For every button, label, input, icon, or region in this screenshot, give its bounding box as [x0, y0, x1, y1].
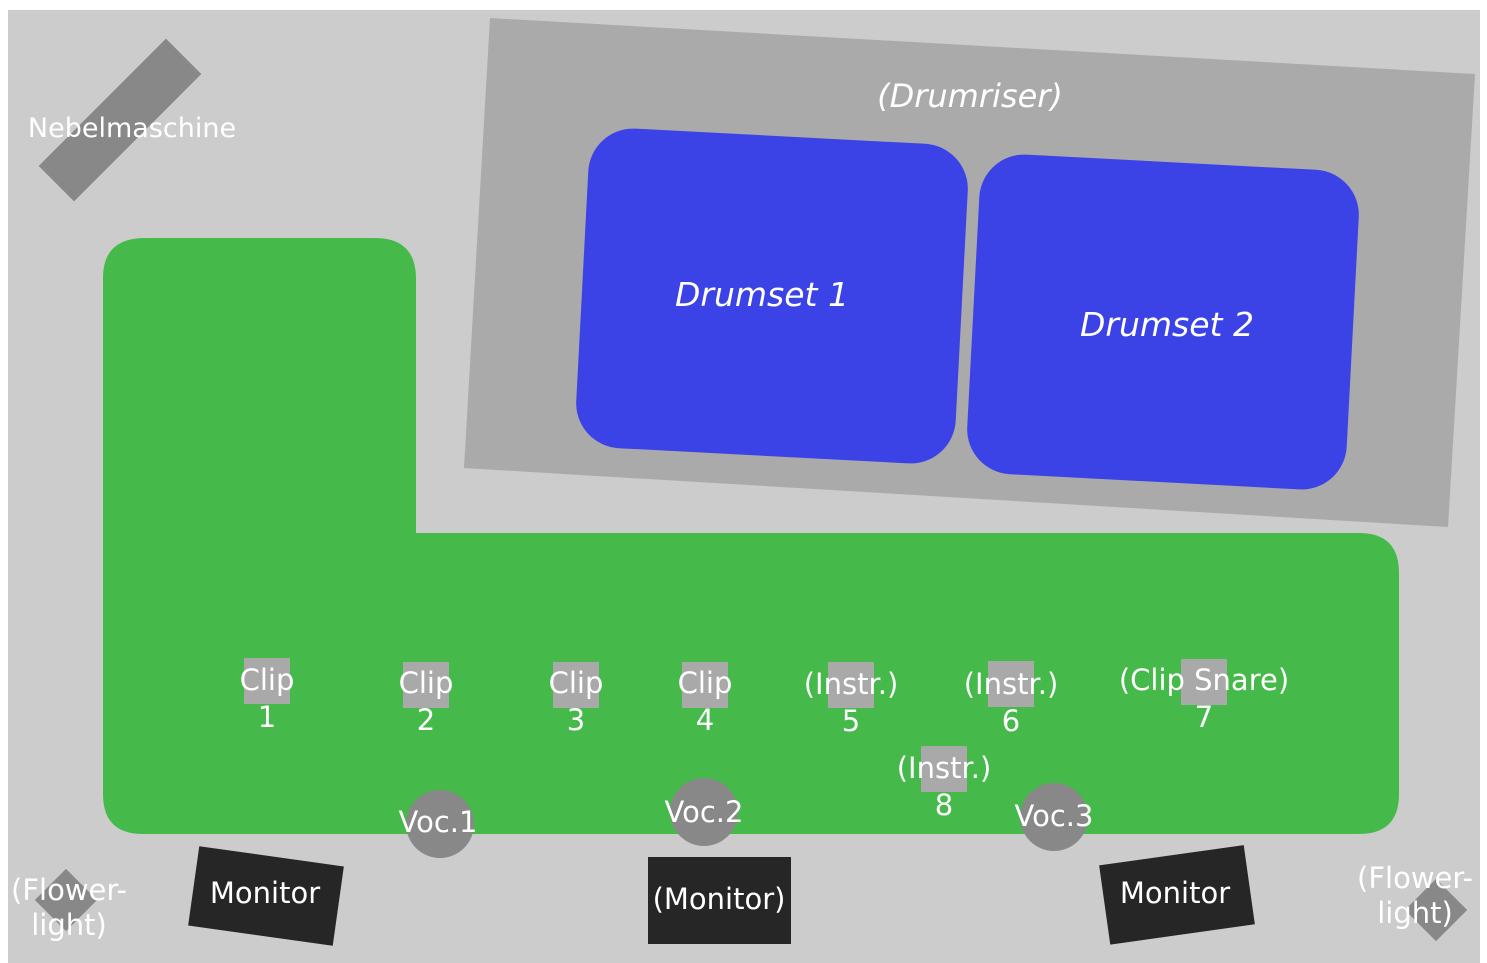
mic-stand-5-type: (Instr.) [803, 667, 899, 701]
monitor-1 [188, 846, 344, 946]
mic-stand-7-number: 7 [1194, 700, 1214, 734]
mic-stand-2-pad [403, 662, 449, 708]
vocal-mic-3 [1020, 783, 1088, 851]
flowerlight-right-label: (Flower- light) [1350, 864, 1480, 928]
mic-stand-2-label: Clip 2 [366, 669, 486, 735]
mic-stand-1-pad [244, 658, 290, 704]
flowerlight-right-line1: (Flower- [1357, 861, 1473, 895]
mic-stand-7-label: (Clip Snare) 7 [1104, 666, 1304, 732]
monitor-3-label: Monitor [1119, 876, 1231, 910]
mic-stand-7-pad [1181, 659, 1227, 705]
mic-stand-6-type: (Instr.) [963, 667, 1059, 701]
drumset-1 [576, 128, 968, 464]
mic-stand-4-number: 4 [695, 703, 715, 737]
mic-stand-5-pad [828, 662, 874, 708]
mic-stand-4-label: Clip 4 [645, 669, 765, 735]
mic-stand-6-pad [988, 661, 1034, 707]
flowerlight-left-label: (Flower- light) [4, 876, 134, 940]
fog-machine-label: Nebelmaschine [27, 113, 237, 144]
mic-stand-3-type: Clip [548, 666, 604, 700]
monitor-2 [648, 857, 791, 944]
vocal-mic-1 [406, 790, 474, 858]
mic-stand-5-label: (Instr.) 5 [781, 670, 921, 736]
mic-stand-4-pad [682, 662, 728, 708]
mic-stand-2-type: Clip [398, 666, 454, 700]
mic-stand-4-type: Clip [677, 666, 733, 700]
mic-stand-1-number: 1 [257, 700, 277, 734]
vocal-mic-1-label: Voc.1 [398, 805, 478, 839]
mic-stand-5-number: 5 [841, 704, 861, 738]
drumset-2 [967, 154, 1359, 490]
mic-stand-8-type: (Instr.) [896, 751, 992, 785]
mic-stand-3-label: Clip 3 [516, 669, 636, 735]
mic-stand-6-label: (Instr.) 6 [941, 670, 1081, 736]
flowerlight-left-line2: light) [31, 908, 107, 942]
vocal-mic-2 [670, 778, 738, 846]
mic-stand-8-number: 8 [934, 788, 954, 822]
flowerlight-left [34, 868, 98, 932]
vocal-mic-2-label: Voc.2 [664, 795, 744, 829]
drumset-2-label: Drumset 2 [1080, 305, 1254, 344]
drumriser-label: (Drumriser) [877, 77, 1063, 115]
monitor-1-label: Monitor [209, 876, 321, 910]
mic-stand-1-type: Clip [239, 663, 295, 697]
mic-stand-8-label: (Instr.) 8 [874, 754, 1014, 820]
monitor-2-label: (Monitor) [652, 882, 786, 916]
mic-stand-1-label: Clip 1 [207, 666, 327, 732]
drumset-1-label: Drumset 1 [675, 275, 849, 314]
mic-stand-3-number: 3 [566, 703, 586, 737]
mic-stand-3-pad [553, 662, 599, 708]
flowerlight-left-line1: (Flower- [11, 873, 127, 907]
mic-stand-8-pad [921, 746, 967, 792]
mic-stand-7-type: (Clip Snare) [1118, 663, 1290, 697]
vocal-mic-3-label: Voc.3 [1014, 799, 1094, 833]
flowerlight-right [1404, 878, 1468, 942]
mic-stand-2-number: 2 [416, 703, 436, 737]
monitor-3 [1099, 845, 1255, 945]
flowerlight-right-line2: light) [1377, 896, 1453, 930]
fog-machine [38, 38, 202, 202]
mic-stand-6-number: 6 [1001, 704, 1021, 738]
